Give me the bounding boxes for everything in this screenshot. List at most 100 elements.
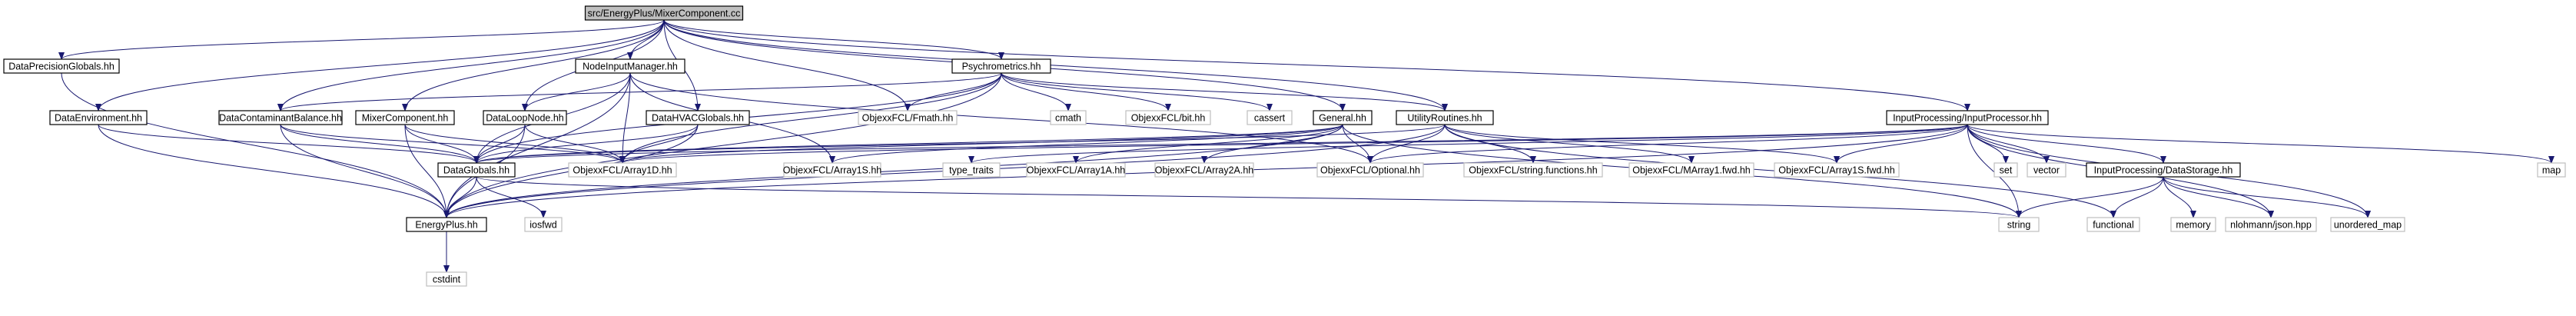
node-a1s: ObjexxFCL/Array1S.hh	[783, 162, 882, 178]
edge-psy-to-dcb	[277, 72, 1002, 111]
node-dcb[interactable]: DataContaminantBalance.hh	[218, 110, 343, 125]
edge-ipp-to-tt	[968, 124, 1968, 164]
node-label: DataLoopNode.hh	[486, 112, 564, 123]
node-mch[interactable]: MixerComponent.hh	[355, 110, 455, 125]
edge-dhvac-to-dg	[473, 124, 699, 164]
node-box	[218, 110, 343, 125]
node-label: unordered_map	[2334, 219, 2402, 230]
node-box	[858, 110, 958, 125]
edge-root-to-fmath	[663, 19, 911, 111]
edge-psy-to-ep	[443, 72, 1002, 218]
node-iosfwd: iosfwd	[524, 217, 563, 232]
node-box	[2170, 217, 2216, 232]
node-dhvac[interactable]: DataHVACGlobals.hh	[646, 110, 750, 125]
node-box	[1998, 217, 2040, 232]
node-box	[483, 110, 567, 125]
node-a1sf: ObjexxFCL/Array1S.fwd.hh	[1774, 162, 1900, 178]
node-label: NodeInputManager.hh	[583, 61, 678, 72]
edge-ipp-to-map	[1967, 124, 2554, 164]
edge-psy-to-a1d	[619, 72, 1002, 164]
edge-util-to-a1sf	[1444, 124, 1840, 164]
node-memory: memory	[2170, 217, 2216, 232]
node-dph[interactable]: DataPrecisionGlobals.hh	[3, 58, 120, 74]
node-label: cassert	[1254, 112, 1286, 123]
node-label: DataContaminantBalance.hh	[219, 112, 342, 123]
edge-ids-to-json	[2163, 176, 2274, 218]
node-box	[524, 217, 563, 232]
node-box	[406, 217, 487, 232]
node-box	[1313, 110, 1373, 125]
edge-psy-to-bit	[1001, 72, 1171, 111]
edge-nim-to-ep	[443, 72, 631, 218]
edge-root-to-dcb	[277, 19, 665, 111]
edge-psy-to-cassert	[1001, 72, 1273, 111]
edge-denv-to-dg	[98, 124, 480, 164]
node-vector: vector	[2027, 162, 2066, 178]
edge-util-to-dg	[473, 124, 1446, 164]
node-fmath: ObjexxFCL/Fmath.hh	[858, 110, 958, 125]
node-ep[interactable]: EnergyPlus.hh	[406, 217, 487, 232]
node-string: string	[1998, 217, 2040, 232]
edge-gen-to-dg	[473, 124, 1343, 164]
edge-root-to-psy	[663, 19, 1004, 60]
node-func: functional	[2086, 217, 2140, 232]
node-label: InputProcessing/DataStorage.hh	[2094, 165, 2233, 175]
node-box	[1050, 110, 1087, 125]
node-box	[437, 162, 516, 178]
edge-mch-to-ep	[404, 124, 450, 218]
edge-root-to-util	[663, 19, 1448, 111]
edge-psy-to-util	[1001, 72, 1448, 111]
edge-nim-to-opt	[629, 72, 1373, 164]
node-label: ObjexxFCL/string.functions.hh	[1469, 165, 1597, 175]
edge-gen-to-a1s	[829, 124, 1343, 164]
node-label: cmath	[1055, 112, 1081, 123]
node-box	[1154, 162, 1254, 178]
node-label: ObjexxFCL/bit.hh	[1131, 112, 1206, 123]
edge-ipp-to-dg	[473, 124, 1968, 164]
node-bit: ObjexxFCL/bit.hh	[1125, 110, 1211, 125]
node-box	[2225, 217, 2317, 232]
node-label: string	[2007, 219, 2031, 230]
node-util[interactable]: UtilityRoutines.hh	[1396, 110, 1494, 125]
node-denv[interactable]: DataEnvironment.hh	[49, 110, 148, 125]
node-set: set	[1993, 162, 2018, 178]
node-box	[1316, 162, 1424, 178]
edge-nim-to-dln	[522, 72, 631, 111]
node-label: ObjexxFCL/Optional.hh	[1320, 165, 1420, 175]
node-box	[951, 58, 1051, 74]
node-ids[interactable]: InputProcessing/DataStorage.hh	[2086, 162, 2241, 178]
edge-mch-to-a1d	[404, 124, 626, 164]
edge-ids-to-string	[2016, 176, 2164, 218]
edge-dln-to-a1d	[524, 124, 626, 164]
node-root[interactable]: src/EnergyPlus/MixerComponent.cc	[584, 5, 744, 21]
node-dln[interactable]: DataLoopNode.hh	[483, 110, 567, 125]
node-label: ObjexxFCL/Array1S.fwd.hh	[1778, 165, 1894, 175]
node-ipp[interactable]: InputProcessing/InputProcessor.hh	[1886, 110, 2049, 125]
edge-root-to-mch	[402, 19, 665, 111]
node-cmath: cmath	[1050, 110, 1087, 125]
node-box	[1774, 162, 1900, 178]
edge-dg-to-string	[476, 176, 2022, 218]
node-nim[interactable]: NodeInputManager.hh	[575, 58, 685, 74]
node-box	[1247, 110, 1293, 125]
edge-psy-to-cmath	[1001, 72, 1071, 111]
node-cstdint: cstdint	[426, 271, 467, 287]
node-ma1f: ObjexxFCL/MArray1.fwd.hh	[1628, 162, 1754, 178]
node-gen[interactable]: General.hh	[1313, 110, 1373, 125]
node-box	[1463, 162, 1603, 178]
node-label: cstdint	[433, 274, 461, 284]
node-dg[interactable]: DataGlobals.hh	[437, 162, 516, 178]
node-label: UtilityRoutines.hh	[1407, 112, 1482, 123]
node-box	[1125, 110, 1211, 125]
node-label: src/EnergyPlus/MixerComponent.cc	[588, 8, 741, 18]
edge-layer	[58, 19, 2554, 273]
node-label: InputProcessing/InputProcessor.hh	[1893, 112, 2042, 123]
node-cassert: cassert	[1247, 110, 1293, 125]
node-opt: ObjexxFCL/Optional.hh	[1316, 162, 1424, 178]
node-box	[2086, 162, 2241, 178]
node-psy[interactable]: Psychrometrics.hh	[951, 58, 1051, 74]
node-label: DataGlobals.hh	[443, 165, 510, 175]
node-label: ObjexxFCL/MArray1.fwd.hh	[1632, 165, 1751, 175]
node-label: ObjexxFCL/Array1S.hh	[783, 165, 882, 175]
